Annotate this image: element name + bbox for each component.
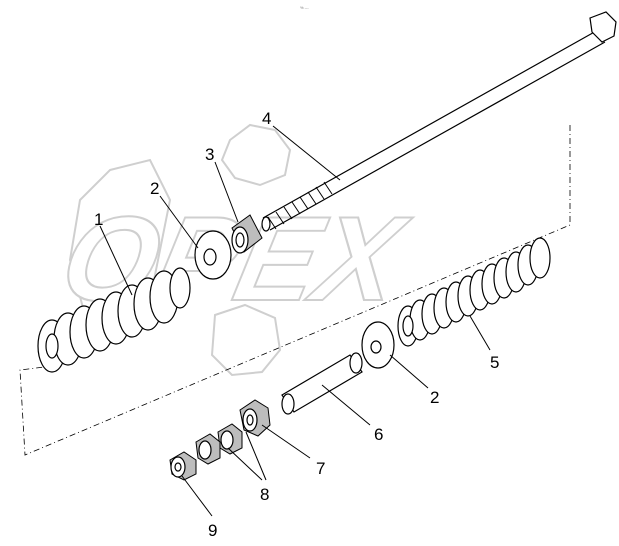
- hex-nut-pair: [195, 423, 243, 465]
- callout-5: 5: [490, 353, 499, 372]
- header-mark: % ---: [300, 5, 309, 10]
- callout-1: 1: [94, 210, 103, 229]
- washer-lower: [361, 321, 395, 369]
- hex-nut-large: [239, 399, 271, 437]
- leader-lines: [99, 125, 491, 517]
- callout-2-upper: 2: [150, 179, 159, 198]
- callout-9: 9: [208, 521, 217, 540]
- callout-3: 3: [205, 145, 214, 164]
- callout-2-lower: 2: [430, 388, 439, 407]
- callout-6: 6: [374, 425, 383, 444]
- long-bolt: [261, 11, 617, 232]
- large-spring: [37, 267, 191, 373]
- callout-4: 4: [262, 109, 271, 128]
- tube: [281, 352, 363, 415]
- watermark-gear-top: [220, 123, 292, 187]
- bushing: [231, 214, 263, 254]
- callout-7: 7: [316, 459, 325, 478]
- callout-8: 8: [260, 485, 269, 504]
- bolt-head: [589, 11, 617, 43]
- watermark-gear-bottom: [210, 303, 282, 377]
- small-spring: [397, 237, 551, 347]
- washer-upper: [194, 230, 232, 280]
- assembly-outline: [19, 125, 571, 456]
- cap-nut: [169, 451, 197, 481]
